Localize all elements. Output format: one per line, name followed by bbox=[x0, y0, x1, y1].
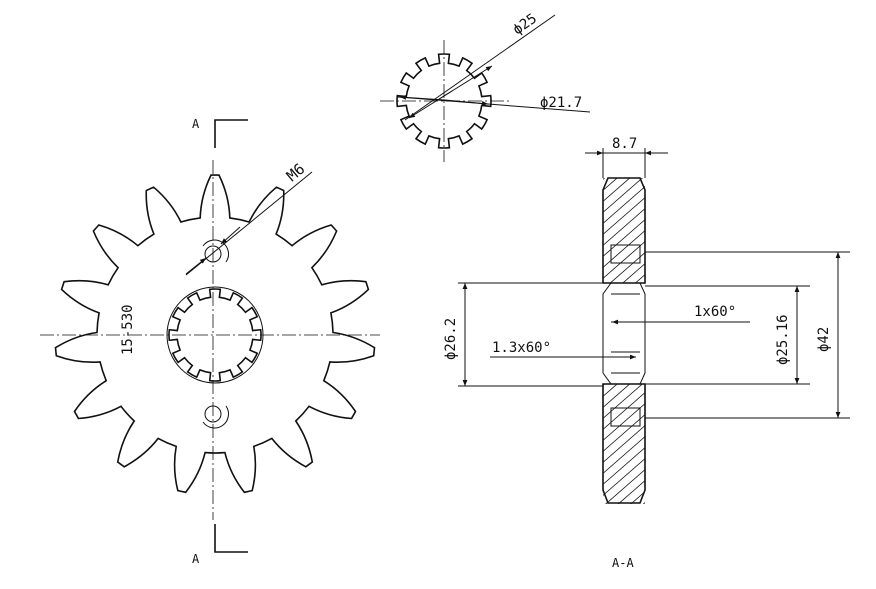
bolt-hole-section-bottom bbox=[610, 407, 641, 427]
spline-detail-view: ϕ25 ϕ21.7 bbox=[380, 11, 591, 162]
svg-text:A: A bbox=[192, 552, 200, 566]
spline-outer-label: ϕ25 bbox=[510, 11, 540, 39]
sprocket-outline bbox=[54, 174, 376, 494]
section-view: 8.7 ϕ42 ϕ25.16 ϕ26.2 1x60° 1.3x60° A-A bbox=[443, 136, 850, 570]
bolt-thread-label: M6 bbox=[283, 160, 308, 185]
hatch-bottom bbox=[603, 384, 645, 504]
chamfer-inner-label: 1.3x60° bbox=[492, 340, 551, 356]
hub-dia-label: ϕ42 bbox=[816, 327, 832, 352]
m6-leader bbox=[185, 171, 313, 276]
spline-profile bbox=[396, 53, 492, 149]
bore-spline bbox=[168, 288, 262, 382]
bore-outer-label: ϕ26.2 bbox=[443, 318, 459, 360]
bore-inner-label: ϕ25.16 bbox=[775, 314, 791, 365]
chamfer-outer-label: 1x60° bbox=[694, 304, 736, 320]
section-view-label: A-A bbox=[612, 556, 634, 570]
bolt-hole-section-top bbox=[610, 244, 641, 264]
bore-section bbox=[602, 282, 646, 385]
width-label: 8.7 bbox=[612, 136, 637, 152]
front-view: M6 15-530 A A bbox=[40, 117, 380, 566]
part-number: 15-530 bbox=[120, 304, 136, 355]
spline-inner-label: ϕ21.7 bbox=[540, 95, 582, 111]
section-marker-bottom: A bbox=[192, 524, 248, 566]
bolt-hole-bottom bbox=[202, 405, 230, 429]
spline-outer-leader bbox=[404, 14, 556, 121]
section-marker-top: A bbox=[192, 117, 248, 148]
hatch-top bbox=[603, 178, 645, 283]
svg-text:A: A bbox=[192, 117, 200, 131]
